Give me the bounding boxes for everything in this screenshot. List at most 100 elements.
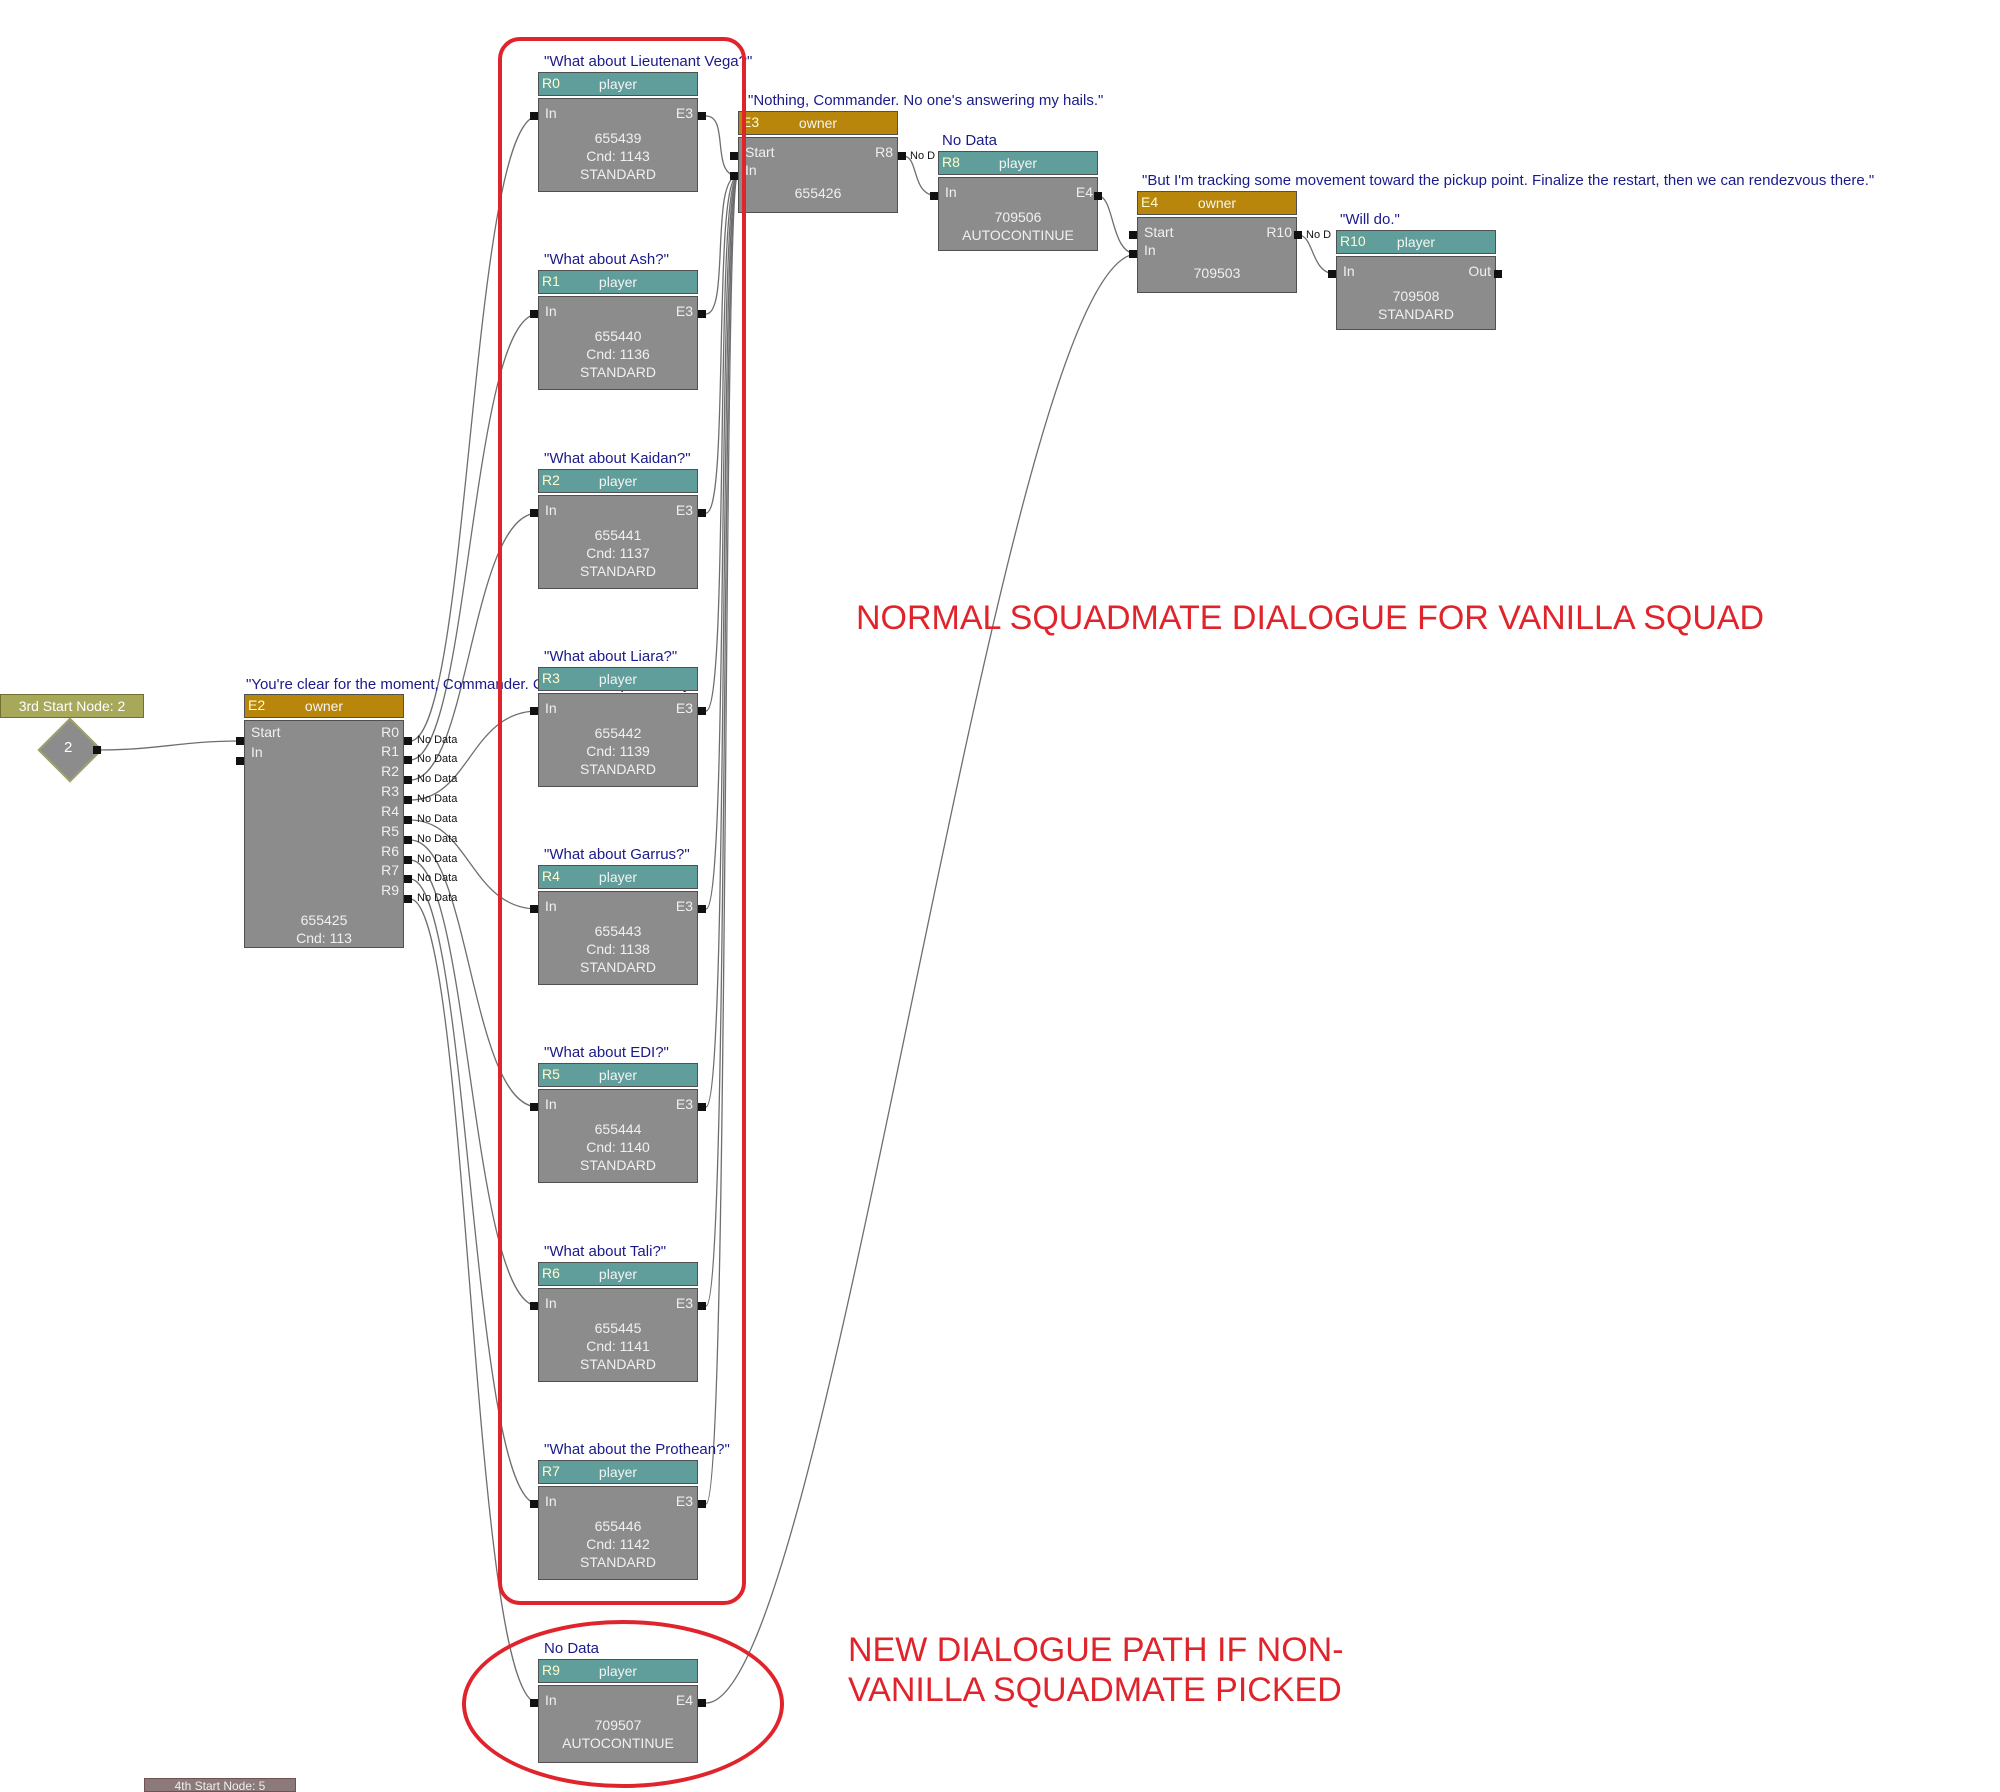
port-e2-in[interactable]: [236, 757, 244, 765]
start-node-output-port[interactable]: [93, 746, 101, 754]
port-r0-in[interactable]: [530, 112, 538, 120]
port-label-in: In: [545, 1096, 557, 1112]
node-number-e2: 655425: [300, 912, 348, 928]
port-e3-out[interactable]: [898, 152, 906, 160]
node-cnd-r4: Cnd: 1138: [586, 941, 650, 957]
port-e2-r6[interactable]: [404, 856, 412, 864]
port-label-out: E3: [675, 1295, 693, 1311]
node-type-r1: STANDARD: [580, 364, 656, 380]
node-type-r5: STANDARD: [580, 1157, 656, 1173]
port-r2-out[interactable]: [698, 509, 706, 517]
port-label-in: In: [1144, 242, 1156, 258]
node-cnd-r2: Cnd: 1137: [586, 545, 650, 561]
port-e2-r1[interactable]: [404, 756, 412, 764]
port-r6-in[interactable]: [530, 1302, 538, 1310]
port-label-in: In: [545, 1295, 557, 1311]
node-type-r3: STANDARD: [580, 761, 656, 777]
port-e2-r5[interactable]: [404, 836, 412, 844]
port-e2-r3[interactable]: [404, 796, 412, 804]
node-type-r8: AUTOCONTINUE: [962, 227, 1074, 243]
port-e2-r9[interactable]: [404, 895, 412, 903]
node-number-r2: 655441: [594, 527, 642, 543]
port-label-in: In: [545, 898, 557, 914]
dialogue-node-e2[interactable]: E2 owner Start In R0 R1 R2 R3 R4 R5 R6 R…: [244, 694, 404, 948]
node-role-r3: player: [598, 671, 638, 687]
port-r1-out[interactable]: [698, 310, 706, 318]
node-id-r3: R3: [542, 670, 560, 686]
node-number-r5: 655444: [594, 1121, 642, 1137]
port-e3-start[interactable]: [730, 152, 738, 160]
node-caption-e3: "Nothing, Commander. No one's answering …: [748, 92, 1104, 109]
port-r4-out[interactable]: [698, 905, 706, 913]
port-r4-in[interactable]: [530, 905, 538, 913]
port-label-out: Out: [1468, 263, 1491, 279]
no-data-r2: No Data: [417, 773, 458, 785]
port-e3-in[interactable]: [730, 172, 738, 180]
port-label-in: In: [545, 502, 557, 518]
port-label-r5: R5: [381, 823, 399, 839]
node-header-e2: E2 owner: [244, 694, 404, 718]
port-r5-in[interactable]: [530, 1103, 538, 1111]
node-caption-r4: "What about Garrus?": [544, 846, 690, 863]
node-id-r7: R7: [542, 1463, 560, 1479]
port-e2-r7[interactable]: [404, 875, 412, 883]
port-label-r7: R7: [381, 862, 399, 878]
port-e2-r2[interactable]: [404, 776, 412, 784]
node-id-r0: R0: [542, 75, 560, 91]
node-id-r2: R2: [542, 472, 560, 488]
node-cnd-r7: Cnd: 1142: [586, 1536, 650, 1552]
port-r8-out[interactable]: [1094, 192, 1102, 200]
node-header-r3: R3 player: [538, 667, 698, 691]
port-r10-in[interactable]: [1328, 270, 1336, 278]
port-e4-start[interactable]: [1129, 231, 1137, 239]
node-number-e3: 655426: [794, 185, 842, 201]
node-cnd-r3: Cnd: 1139: [586, 743, 650, 759]
port-r3-out[interactable]: [698, 707, 706, 715]
node-caption-r2: "What about Kaidan?": [544, 450, 691, 467]
port-r5-out[interactable]: [698, 1103, 706, 1111]
port-e2-r4[interactable]: [404, 816, 412, 824]
port-r8-in[interactable]: [930, 192, 938, 200]
port-r2-in[interactable]: [530, 509, 538, 517]
wire-r8-e4: [1097, 195, 1138, 255]
port-label-in: In: [251, 744, 263, 760]
port-r6-out[interactable]: [698, 1302, 706, 1310]
no-data-e3-r8: No D: [910, 150, 936, 162]
port-label-out: E4: [1075, 184, 1093, 200]
port-e4-out[interactable]: [1294, 231, 1302, 239]
port-label-in: In: [545, 1493, 557, 1509]
node-caption-r8: No Data: [942, 132, 998, 149]
port-r1-in[interactable]: [530, 310, 538, 318]
node-id-r1: R1: [542, 273, 560, 289]
port-e2-r0[interactable]: [404, 737, 412, 745]
port-r10-out[interactable]: [1494, 270, 1502, 278]
port-r0-out[interactable]: [698, 112, 706, 120]
node-caption-r7: "What about the Prothean?": [544, 1441, 730, 1458]
port-r7-out[interactable]: [698, 1500, 706, 1508]
port-r3-in[interactable]: [530, 707, 538, 715]
port-e2-start[interactable]: [236, 737, 244, 745]
node-caption-r0: "What about Lieutenant Vega?": [544, 53, 753, 70]
node-caption-e4: "But I'm tracking some movement toward t…: [1142, 172, 1875, 189]
port-r7-in[interactable]: [530, 1500, 538, 1508]
port-e4-in[interactable]: [1129, 250, 1137, 258]
